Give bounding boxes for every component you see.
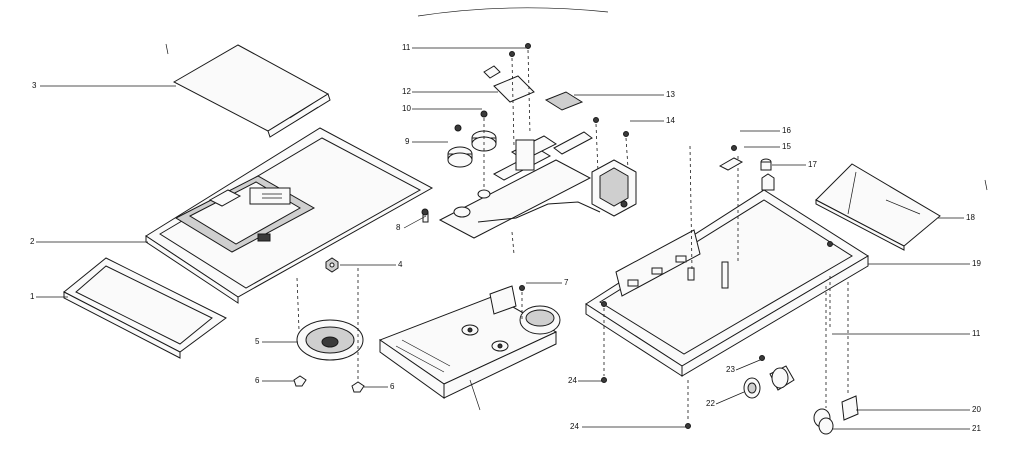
callout-19: 19 [972, 259, 981, 268]
callout-16: 16 [782, 126, 791, 135]
callout-17: 17 [808, 160, 817, 169]
callout-2: 2 [30, 237, 35, 246]
callout-4: 4 [398, 260, 403, 269]
top-arc [417, 7, 609, 17]
callout-5: 5 [255, 337, 260, 346]
callout-23: 23 [726, 365, 735, 374]
leader-lines [36, 47, 970, 430]
motor [591, 117, 637, 217]
part-3-lid [172, 44, 331, 138]
part-5-speaker [296, 319, 364, 361]
callout-3: 3 [32, 81, 37, 90]
callout-15: 15 [782, 142, 791, 151]
callout-14: 14 [666, 116, 675, 125]
callout-18: 18 [966, 213, 975, 222]
callout-11b: 11 [972, 329, 981, 338]
callout-6b: 6 [390, 382, 395, 391]
callout-7: 7 [564, 278, 569, 287]
deck-chassis [378, 285, 561, 411]
parts-15-16-17 [718, 145, 772, 171]
parts-9-12-reels-brackets [447, 43, 584, 168]
callout-11a: 11 [402, 43, 411, 52]
part-4-nut [325, 257, 339, 273]
callout-21: 21 [972, 424, 981, 433]
callout-22: 22 [706, 399, 715, 408]
part-6-feet [293, 375, 365, 393]
part-2-top-housing [145, 127, 434, 304]
callout-24a: 24 [568, 376, 577, 385]
parts-20-24 [601, 355, 859, 435]
part-8-screw [421, 208, 429, 223]
callout-1: 1 [30, 292, 35, 301]
mechanism-subplate [438, 131, 593, 239]
part-19-bottom-housing [585, 173, 869, 377]
callout-10: 10 [402, 104, 411, 113]
callout-9: 9 [405, 137, 410, 146]
part-18-battery-cover [815, 163, 941, 251]
callout-13: 13 [666, 90, 675, 99]
callout-20: 20 [972, 405, 981, 414]
part-1-frame [63, 257, 227, 359]
callout-24b: 24 [570, 422, 579, 431]
callout-8: 8 [396, 223, 401, 232]
callout-12: 12 [402, 87, 411, 96]
callout-6a: 6 [255, 376, 260, 385]
